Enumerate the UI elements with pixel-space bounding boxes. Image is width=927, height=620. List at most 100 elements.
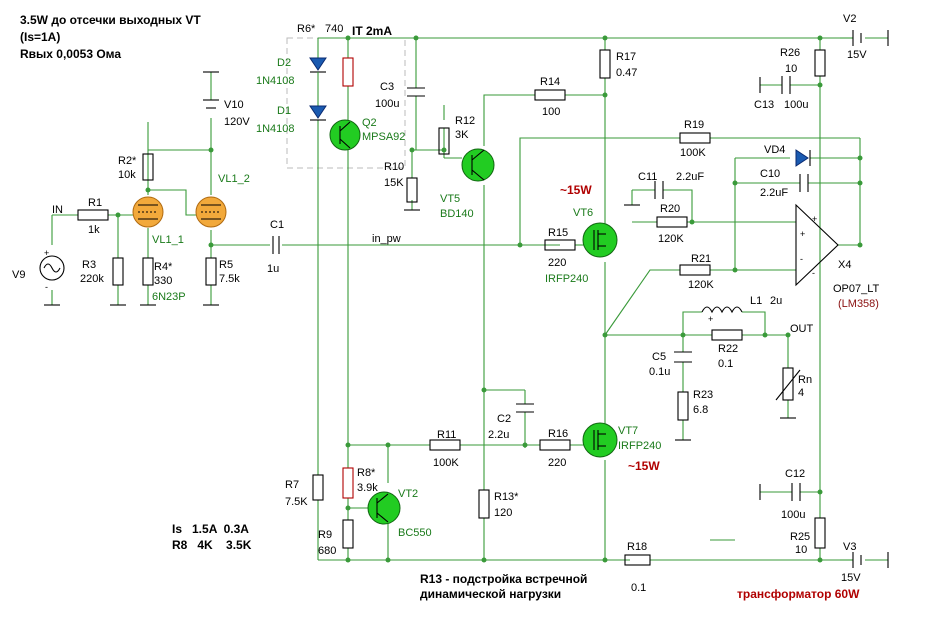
label-l1: L1 bbox=[750, 295, 762, 307]
value-r16: 220 bbox=[548, 457, 566, 469]
value-r14: 100 bbox=[542, 106, 560, 118]
value-r26: 10 bbox=[785, 63, 797, 75]
resistor-r13[interactable] bbox=[478, 489, 490, 519]
transistor-vt6[interactable] bbox=[582, 222, 618, 258]
transistor-vt5[interactable] bbox=[461, 148, 495, 182]
tube-vl1-2[interactable] bbox=[195, 196, 227, 228]
value-r5: 7.5k bbox=[219, 273, 240, 285]
value-r25: 10 bbox=[795, 544, 807, 556]
resistor-r12[interactable] bbox=[438, 127, 450, 155]
label-r6: R6* bbox=[297, 23, 316, 35]
label-r4: R4* bbox=[154, 261, 173, 273]
diode-d1[interactable] bbox=[309, 105, 327, 121]
transistor-vt7[interactable] bbox=[582, 422, 618, 458]
resistor-r5[interactable] bbox=[205, 257, 217, 286]
label-r22: R22 bbox=[718, 343, 738, 355]
label-r8: R8* bbox=[357, 467, 376, 479]
resistor-r17[interactable] bbox=[599, 49, 611, 79]
resistor-r18[interactable] bbox=[624, 554, 651, 566]
voltage-source-v9[interactable] bbox=[39, 255, 65, 281]
capacitor-c10[interactable] bbox=[799, 174, 809, 192]
pin-l1-plus: + bbox=[708, 314, 713, 324]
label-r21: R21 bbox=[691, 253, 711, 265]
value-c12: 100u bbox=[781, 509, 805, 521]
value-r20: 120K bbox=[658, 233, 684, 245]
resistor-r21[interactable] bbox=[679, 264, 711, 276]
resistor-r25[interactable] bbox=[814, 517, 826, 549]
label-r5: R5 bbox=[219, 259, 233, 271]
opamp-x4[interactable] bbox=[795, 203, 839, 287]
load-resistor-rn[interactable] bbox=[775, 367, 801, 401]
resistor-r1[interactable] bbox=[77, 209, 109, 221]
battery-v2[interactable] bbox=[852, 30, 862, 46]
pin-v9-plus: + bbox=[44, 248, 49, 258]
label-r9: R9 bbox=[318, 529, 332, 541]
capacitor-c1[interactable] bbox=[272, 236, 280, 254]
resistor-r14[interactable] bbox=[534, 89, 566, 101]
resistor-r20[interactable] bbox=[656, 216, 688, 228]
inductor-l1[interactable] bbox=[701, 306, 743, 314]
resistor-r3[interactable] bbox=[112, 257, 124, 286]
label-v2: V2 bbox=[843, 13, 856, 25]
resistor-r8[interactable] bbox=[342, 467, 354, 499]
label-vt7: VT7 bbox=[618, 425, 638, 437]
note-r13-1: R13 - подстройка встречной bbox=[420, 572, 587, 586]
value-vt6: IRFP240 bbox=[545, 273, 588, 285]
resistor-r9[interactable] bbox=[342, 519, 354, 549]
resistor-r16[interactable] bbox=[539, 439, 571, 451]
label-vt6: VT6 bbox=[573, 207, 593, 219]
tube-vl1-1[interactable] bbox=[132, 196, 164, 228]
value-c1: 1u bbox=[267, 263, 279, 275]
label-r23: R23 bbox=[693, 389, 713, 401]
battery-v3[interactable] bbox=[852, 552, 862, 568]
resistor-r6[interactable] bbox=[342, 57, 354, 87]
capacitor-c13[interactable] bbox=[781, 76, 791, 94]
label-c12: C12 bbox=[785, 468, 805, 480]
resistor-r2[interactable] bbox=[142, 153, 154, 181]
resistor-r26[interactable] bbox=[814, 49, 826, 77]
label-v9: V9 bbox=[12, 269, 25, 281]
label-d2: D2 bbox=[277, 57, 291, 69]
value-v2: 15V bbox=[847, 49, 867, 61]
ground-symbols bbox=[44, 30, 889, 568]
value-c5: 0.1u bbox=[649, 366, 670, 378]
value-l1: 2u bbox=[770, 295, 782, 307]
label-r26: R26 bbox=[780, 47, 800, 59]
value-d1: 1N4108 bbox=[256, 123, 295, 135]
battery-v10[interactable] bbox=[203, 99, 219, 109]
capacitor-c11[interactable] bbox=[654, 181, 664, 199]
label-r7: R7 bbox=[285, 479, 299, 491]
resistor-r4[interactable] bbox=[142, 257, 154, 286]
resistor-r23[interactable] bbox=[677, 391, 689, 421]
resistor-r10[interactable] bbox=[406, 177, 418, 203]
resistor-r19[interactable] bbox=[679, 132, 711, 144]
label-r17: R17 bbox=[616, 51, 636, 63]
label-r13: R13* bbox=[494, 491, 519, 503]
resistor-r22[interactable] bbox=[711, 329, 743, 341]
label-c3: C3 bbox=[380, 81, 394, 93]
capacitor-c12[interactable] bbox=[791, 483, 801, 501]
label-q2: Q2 bbox=[362, 117, 377, 129]
note-table-row-1: Is 1.5A 0.3A bbox=[172, 522, 249, 536]
diode-vd4[interactable] bbox=[795, 149, 811, 167]
note-transformer: трансформатор 60W bbox=[737, 587, 860, 601]
label-r14: R14 bbox=[540, 76, 560, 88]
value-r2: 10k bbox=[118, 169, 136, 181]
diode-d2[interactable] bbox=[309, 57, 327, 106]
label-v3: V3 bbox=[843, 541, 856, 553]
capacitor-c5[interactable] bbox=[674, 351, 692, 363]
label-r10: R10 bbox=[384, 161, 404, 173]
transistor-q2[interactable] bbox=[329, 119, 361, 151]
label-d1: D1 bbox=[277, 105, 291, 117]
capacitor-c3[interactable] bbox=[407, 87, 425, 97]
value-v10: 120V bbox=[224, 116, 250, 128]
resistor-r7[interactable] bbox=[312, 474, 324, 501]
resistor-r15[interactable] bbox=[544, 239, 576, 251]
value-q2: MPSA92 bbox=[362, 131, 405, 143]
capacitor-c2[interactable] bbox=[516, 403, 534, 413]
pin-x4-minus: - bbox=[812, 268, 815, 278]
net-label-out: OUT bbox=[790, 323, 814, 335]
transistor-vt2[interactable] bbox=[367, 491, 401, 525]
resistor-r11[interactable] bbox=[429, 439, 461, 451]
